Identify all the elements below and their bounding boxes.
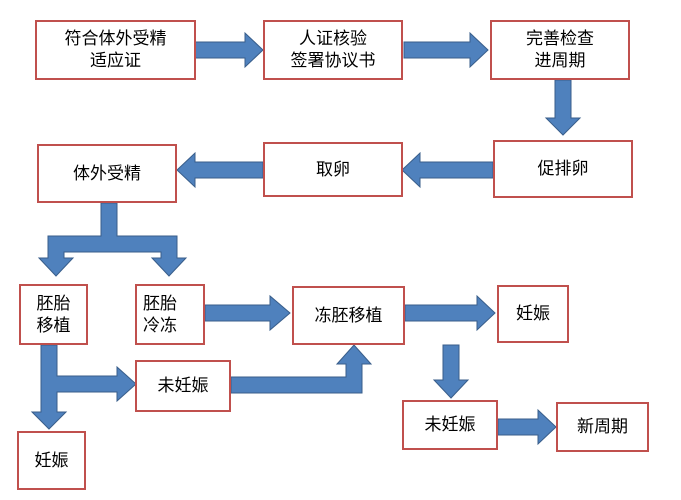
node-ovarian-stimulation: 促排卵 — [493, 140, 633, 198]
node-no-pregnancy-fresh: 未妊娠 — [135, 360, 231, 412]
arrow-consent-to-workup — [403, 31, 489, 69]
node-embryo-transfer-label: 胚胎 移植 — [36, 293, 71, 336]
arrow-fet-to-pregnant — [404, 294, 496, 332]
node-identity-consent: 人证核验 签署协议书 — [263, 20, 403, 80]
arrow-freeze-to-fet — [204, 294, 291, 332]
node-pregnancy-after-fet: 妊娠 — [497, 285, 569, 343]
node-indication-criteria: 符合体外受精 适应证 — [35, 20, 196, 80]
node-identity-consent-label: 人证核验 签署协议书 — [290, 29, 376, 71]
node-embryo-freeze-label: 胚胎 冷冻 — [143, 293, 177, 336]
node-workup-cycle-label: 完善检查 进周期 — [526, 29, 594, 71]
node-new-cycle: 新周期 — [556, 402, 649, 452]
arrow-transfer-outcomes — [30, 344, 137, 430]
node-no-pregnancy-fet-label: 未妊娠 — [424, 415, 476, 435]
node-embryo-freeze: 胚胎 冷冻 — [135, 284, 205, 345]
node-indication-criteria-label: 符合体外受精 适应证 — [64, 29, 167, 71]
arrow-not-pregnant-to-new-cycle — [497, 408, 557, 446]
node-egg-retrieval: 取卵 — [263, 142, 403, 197]
node-frozen-embryo-transfer-label: 冻胚移植 — [314, 305, 383, 326]
arrow-stimulation-to-retrieval — [401, 151, 494, 189]
node-pregnancy-fresh: 妊娠 — [17, 431, 86, 490]
node-egg-retrieval-label: 取卵 — [316, 159, 350, 180]
node-no-pregnancy-fresh-label: 未妊娠 — [157, 376, 209, 396]
node-pregnancy-fresh-label: 妊娠 — [34, 450, 69, 471]
node-no-pregnancy-fet: 未妊娠 — [402, 400, 498, 450]
node-new-cycle-label: 新周期 — [577, 417, 628, 437]
arrow-not-pregnant-to-fet — [230, 344, 373, 394]
arrow-criteria-to-consent — [194, 31, 264, 69]
arrow-retrieval-to-ivf — [176, 151, 264, 189]
node-ovarian-stimulation-label: 促排卵 — [537, 159, 589, 179]
node-ivf: 体外受精 — [37, 144, 177, 203]
node-workup-cycle: 完善检查 进周期 — [490, 20, 630, 80]
node-frozen-embryo-transfer: 冻胚移植 — [292, 286, 405, 345]
node-embryo-transfer: 胚胎 移植 — [19, 284, 88, 345]
arrow-workup-to-stimulation — [544, 79, 582, 136]
node-pregnancy-after-fet-label: 妊娠 — [516, 304, 550, 324]
node-ivf-label: 体外受精 — [73, 163, 141, 184]
arrow-fet-to-not-pregnant — [432, 344, 470, 399]
arrow-ivf-split — [37, 202, 188, 277]
